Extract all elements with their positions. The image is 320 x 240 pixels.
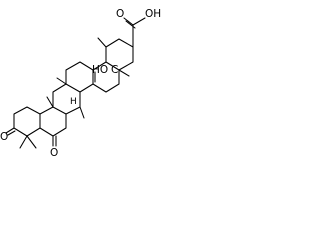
carboxylic-acid: O OH [116, 8, 161, 48]
carboxyl-co-double [123, 17, 134, 26]
ketone-3-bond [5, 127, 15, 134]
h-9-label: H [70, 97, 77, 107]
ring-a-bonds [13, 106, 41, 137]
ring-e-bonds [92, 61, 120, 93]
methyl-4b [26, 135, 37, 149]
methyl-10 [46, 96, 54, 108]
ring-a [13, 106, 41, 137]
hydroxyl-group: HO C [92, 64, 118, 76]
methyl-17 [118, 69, 130, 77]
chemical-structure-diagram: O O O OH HO C H [0, 8, 161, 159]
methyl-14 [56, 77, 67, 85]
methyl-8 [79, 106, 85, 119]
carboxyl-co-double-2 [125, 20, 136, 29]
ketone-6-label: O [50, 147, 58, 159]
methyl-19 [97, 37, 107, 48]
ring-d [65, 61, 96, 93]
ring-e [92, 61, 120, 93]
stereo-hydrogen: H [70, 97, 77, 107]
ring-carbon-label: C [111, 64, 118, 76]
carboxyl-oh-label: OH [145, 8, 161, 20]
ring-c-bonds [52, 83, 81, 115]
ketone-3-bond-double [7, 130, 16, 136]
ketone-3-label: O [0, 131, 8, 143]
ring-b [39, 106, 67, 137]
ring-f [105, 38, 134, 71]
ring-c [52, 83, 81, 115]
carboxyl-o-label: O [116, 8, 124, 20]
methyl-4a [19, 135, 28, 149]
hydroxyl-label: HO [92, 64, 108, 76]
ring-b-bonds [39, 106, 67, 137]
methyl-groups [19, 37, 130, 149]
ring-f-bonds [105, 38, 134, 71]
ring-d-bonds [65, 61, 94, 93]
ketone-groups: O O [0, 127, 58, 159]
carboxyl-oh-bond [132, 17, 146, 26]
